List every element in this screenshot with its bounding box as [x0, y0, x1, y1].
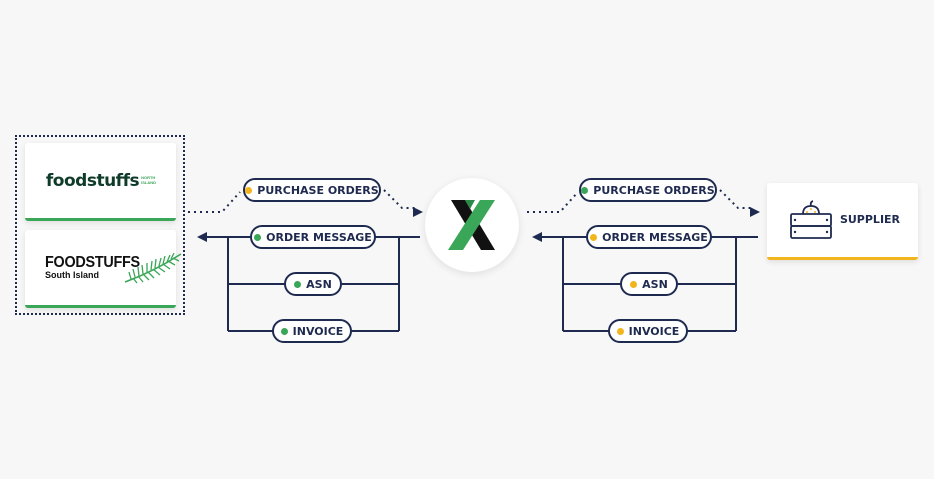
status-dot-green — [294, 280, 302, 288]
south-logo-word: FOODSTUFFS — [45, 254, 140, 271]
x-logo-icon — [448, 200, 495, 250]
left-po-dotted-line — [188, 191, 241, 213]
pill-label: INVOICE — [292, 324, 344, 338]
pill-label: INVOICE — [628, 324, 680, 338]
status-dot-green — [280, 327, 288, 335]
left-order-arrowhead — [197, 232, 207, 242]
left-pill-invoice: INVOICE — [272, 319, 352, 343]
right-po-dotted-line — [527, 191, 579, 213]
foodstuffs-south-island-card: FOODSTUFFS South Island — [25, 230, 182, 308]
right-po-arrowhead — [750, 207, 760, 217]
left-pill-asn: ASN — [284, 272, 342, 296]
hub-circle — [425, 178, 519, 272]
pill-label: ASN — [306, 277, 332, 291]
fruit-crate-icon — [790, 200, 832, 239]
foodstuffs-north-island-logo: foodstuffs NORTH ISLAND — [25, 143, 176, 218]
status-dot-yellow — [245, 186, 253, 194]
status-dot-yellow — [630, 280, 638, 288]
pill-label: ASN — [642, 277, 668, 291]
status-dot-yellow — [590, 233, 598, 241]
right-pill-purchase-orders: PURCHASE ORDERS — [579, 178, 717, 202]
supplier-card — [767, 183, 918, 260]
pill-label: PURCHASE ORDERS — [593, 183, 715, 197]
retailer-group-border — [15, 135, 185, 315]
right-po-dotted-line-2 — [719, 189, 752, 209]
pill-label: ORDER MESSAGE — [602, 230, 708, 244]
status-dot-green — [581, 186, 589, 194]
pill-label: ORDER MESSAGE — [266, 230, 372, 244]
left-pill-order-message: ORDER MESSAGE — [250, 225, 376, 249]
left-po-dotted-line-2 — [383, 189, 416, 209]
left-po-arrowhead — [413, 207, 423, 217]
north-logo-word: foodstuffs — [45, 170, 140, 191]
pill-label: PURCHASE ORDERS — [257, 183, 379, 197]
left-pill-purchase-orders: PURCHASE ORDERS — [243, 178, 381, 202]
right-pill-invoice: INVOICE — [608, 319, 688, 343]
south-logo-sub: South Island — [45, 270, 99, 280]
fern-icon — [124, 252, 182, 284]
foodstuffs-north-island-card: foodstuffs NORTH ISLAND — [25, 143, 176, 221]
status-dot-yellow — [616, 327, 624, 335]
right-pill-order-message: ORDER MESSAGE — [586, 225, 712, 249]
status-dot-green — [254, 233, 262, 241]
foodstuffs-south-island-logo: FOODSTUFFS South Island — [25, 230, 182, 305]
right-order-arrowhead — [532, 232, 542, 242]
right-pill-asn: ASN — [620, 272, 678, 296]
north-logo-tag: NORTH ISLAND — [141, 175, 156, 185]
supplier-label: SUPPLIER — [839, 213, 901, 226]
